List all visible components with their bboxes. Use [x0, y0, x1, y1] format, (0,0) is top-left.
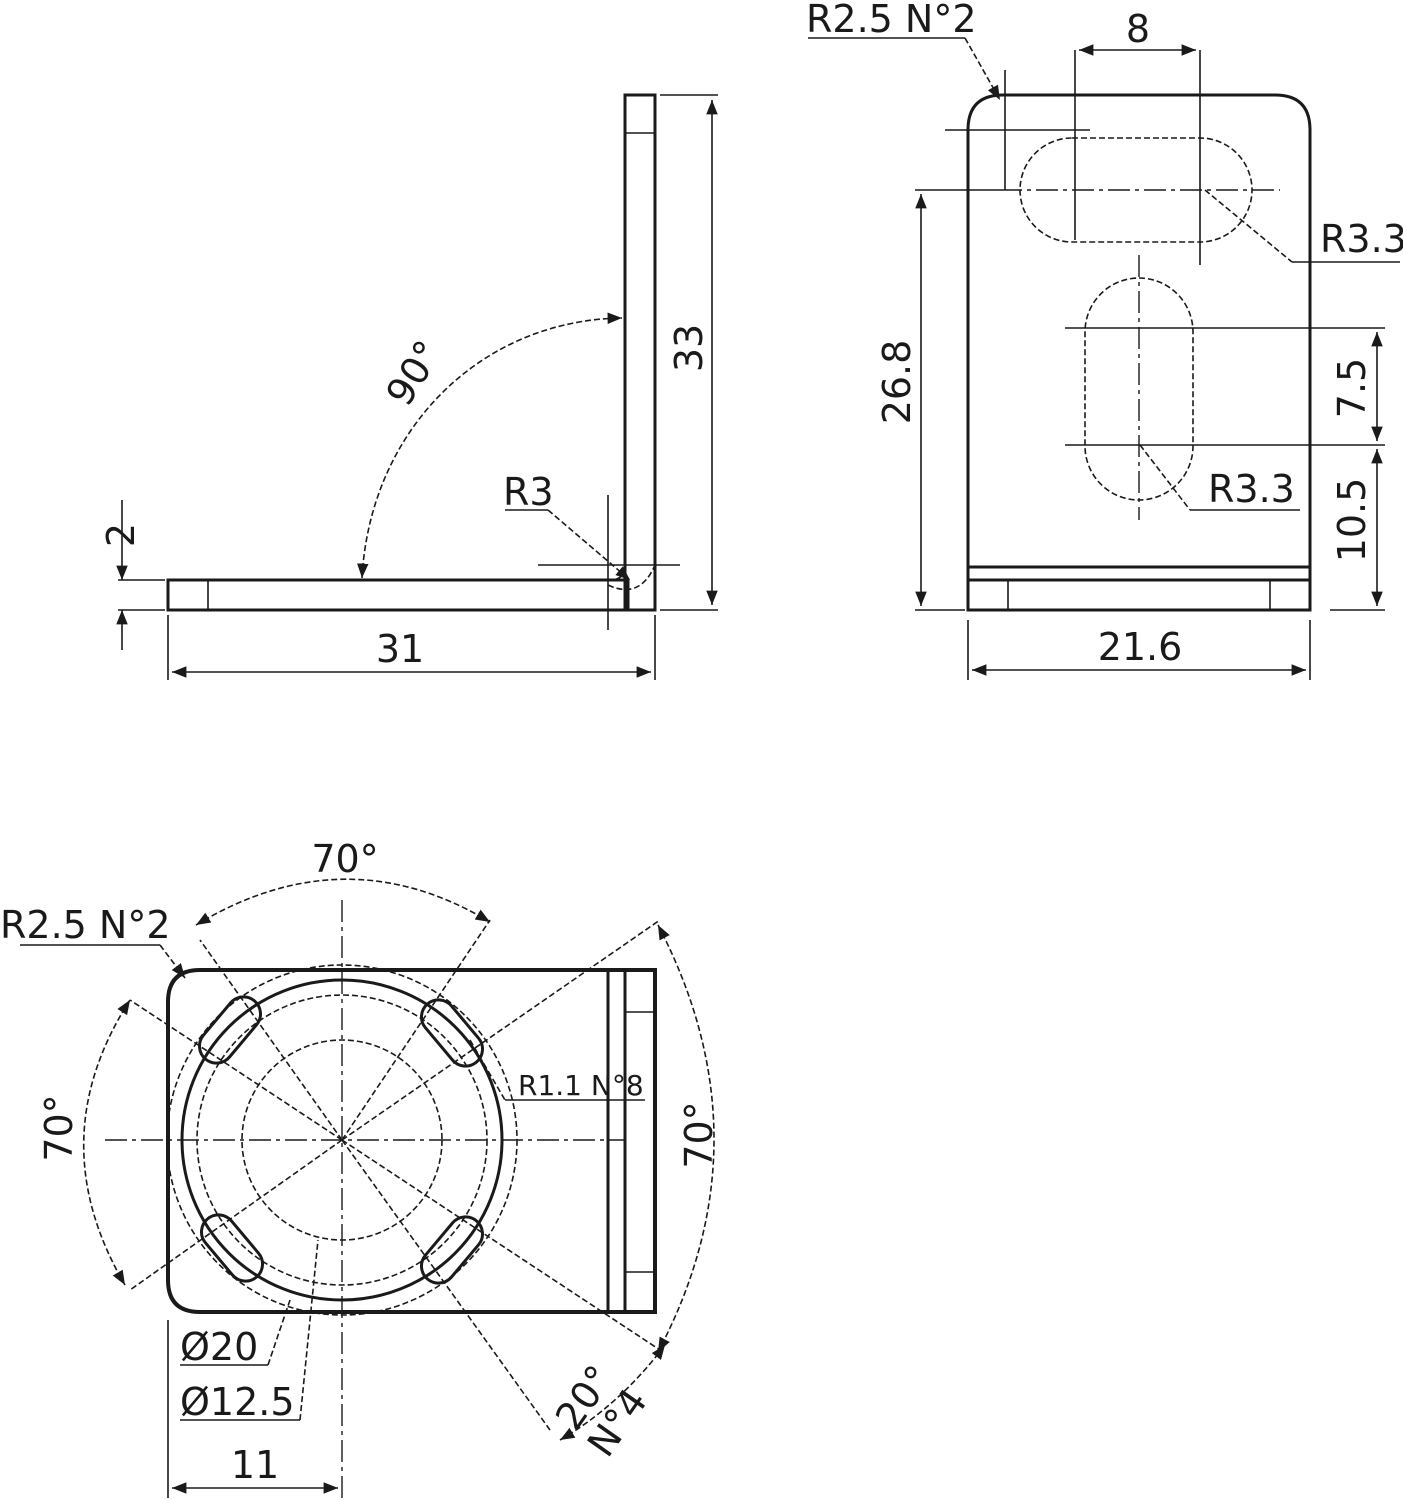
right-angle-label: 70° [677, 1101, 721, 1168]
bottom-outline [166, 968, 657, 1314]
horizontal-leg [166, 578, 630, 612]
lower-slot-radius-label: R3.3 [1208, 467, 1295, 511]
slot-lower-right [420, 1215, 484, 1285]
slot-radius-label: R1.1 N°8 [518, 1069, 644, 1102]
top-angle-label: 70° [311, 837, 378, 881]
front-outline [966, 93, 1312, 612]
bottom-view: 70° R2.5 N°2 R1.1 N°8 70° 70° Ø20 Ø12.5 … [0, 837, 721, 1500]
slot-length-label: 7.5 [1330, 358, 1374, 418]
side-thickness-label: 2 [99, 523, 143, 547]
offset-label: 11 [231, 1443, 279, 1487]
bottom-corner-radius-label: R2.5 N°2 [0, 903, 171, 947]
bend-radius-label: R3 [503, 470, 554, 514]
side-height-label: 33 [667, 324, 711, 372]
front-width-label: 21.6 [1098, 625, 1183, 669]
inner-diameter-label: Ø12.5 [180, 1380, 295, 1424]
vertical-leg [623, 93, 657, 612]
left-angle-label: 70° [37, 1094, 81, 1161]
slot-offset-label: 10.5 [1330, 478, 1374, 563]
side-view: 2 90° R3 33 31 [99, 93, 718, 680]
slot-upper-right [420, 998, 484, 1068]
slot-upper-left [198, 995, 262, 1065]
top-slot-radius-label: R3.3 [1320, 217, 1403, 261]
slot-width-label: 8 [1126, 7, 1150, 51]
outer-diameter-label: Ø20 [180, 1325, 258, 1369]
front-view: 8 R2.5 N°2 R3.3 R3.3 7.5 10.5 26.8 [806, 0, 1403, 680]
front-corner-radius-label: R2.5 N°2 [806, 0, 977, 41]
overall-height-label: 26.8 [875, 340, 919, 425]
side-angle-label: 90° [377, 333, 450, 413]
slot-lower-left [200, 1213, 264, 1283]
side-length-label: 31 [376, 627, 424, 671]
